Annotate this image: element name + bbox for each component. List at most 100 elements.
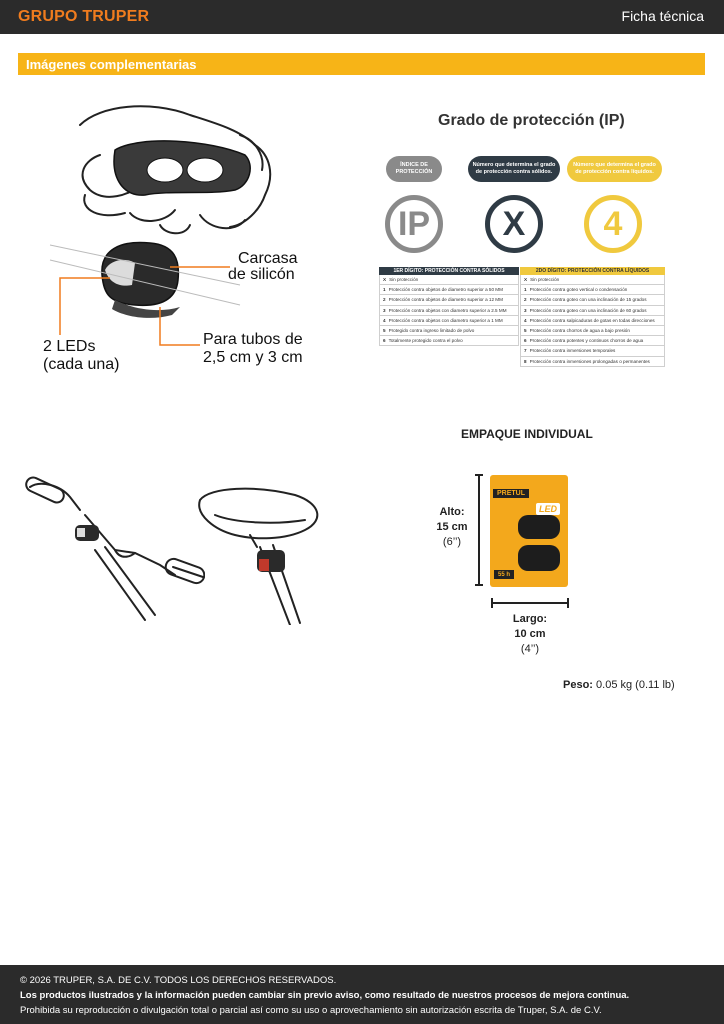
- callout-casing-line1: Carcasa: [238, 250, 298, 267]
- ip-solids-text: Protección contra objetos con diametro s…: [388, 307, 507, 313]
- package-light-top: [518, 515, 560, 539]
- package-brand: PRETUL: [493, 489, 529, 498]
- product-illustration: [49, 105, 272, 346]
- ip-circle-index: IP: [385, 195, 443, 253]
- ip-liquids-text: Protección contra salpicaduras de gotas …: [529, 317, 655, 323]
- package-led-badge: LED: [536, 503, 560, 515]
- ip-solids-text: Protección contra objetos con diametro s…: [388, 317, 503, 323]
- ip-liquids-code: 5: [524, 328, 527, 334]
- page-footer: © 2026 TRUPER, S.A. DE C.V. TODOS LOS DE…: [0, 965, 724, 1024]
- length-cm: 10 cm: [514, 628, 546, 640]
- weight-value: 0.05 kg (0.11 lb): [596, 679, 675, 691]
- ip-liquids-text: Protección contra goteo con una inclinac…: [529, 307, 647, 313]
- ip-solids-code: X: [383, 277, 387, 283]
- section-title: Imágenes complementarias: [26, 57, 197, 72]
- package-light-bottom: [518, 545, 560, 571]
- ip-pill-solids: Número que determina el grado de protecc…: [468, 156, 560, 182]
- package-card: PRETUL LED 55 h: [490, 475, 568, 587]
- height-label-text: Alto:: [439, 506, 465, 518]
- ip-liquids-code: 3: [524, 307, 527, 313]
- package-hours-badge: 55 h: [494, 570, 514, 579]
- length-label: Largo: 10 cm (4’’): [505, 612, 555, 657]
- callout-casing-2: de silicón: [228, 266, 295, 284]
- footer-copyright: © 2026 TRUPER, S.A. DE C.V. TODOS LOS DE…: [20, 975, 337, 986]
- ip-liquids-text: Protección contra inmersiones prolongada…: [529, 358, 650, 364]
- page-header: GRUPO TRUPER Ficha técnica: [0, 0, 724, 34]
- ip-liquids-text: Protección contra potentes y continuos c…: [529, 338, 644, 344]
- ip-solids-code: 1: [383, 287, 386, 293]
- ip-pill-index: ÍNDICE DE PROTECCIÓN: [386, 156, 442, 182]
- height-label: Alto: 15 cm (6’’): [432, 505, 472, 550]
- handlebar-illustration: [25, 476, 205, 621]
- ip-liquids-code: 6: [524, 338, 527, 344]
- seatpost-illustration: [198, 487, 319, 625]
- height-cm: 15 cm: [436, 521, 468, 533]
- weight: Peso: 0.05 kg (0.11 lb): [563, 679, 675, 691]
- ip-liquids-code: X: [524, 277, 528, 283]
- footer-disclaimer: Los productos ilustrados y la informació…: [20, 990, 630, 1001]
- ip-circle-liquids: 4: [584, 195, 642, 253]
- ip-liquids-text: Protección contra inmersiones temporales: [529, 348, 616, 354]
- document-type: Ficha técnica: [621, 8, 704, 24]
- brand-logo: GRUPO TRUPER: [18, 8, 150, 25]
- ip-pill-liquids: Número que determina el grado de protecc…: [567, 156, 662, 182]
- ip-solids-code: 2: [383, 297, 386, 303]
- ip-liquids-text: Sin protección: [530, 277, 560, 283]
- callout-tubes-line2: 2,5 cm y 3 cm: [203, 349, 303, 366]
- footer-rights: Prohibida su reproducción o divulgación …: [20, 1005, 602, 1016]
- length-dimension-line: [491, 598, 569, 608]
- height-dimension-line: [475, 474, 483, 586]
- ip-solids-code: 4: [383, 317, 386, 323]
- ip-circle-solids: X: [485, 195, 543, 253]
- length-in: (4’’): [520, 643, 540, 655]
- callout-tubes: Para tubos de 2,5 cm y 3 cm: [203, 331, 303, 367]
- package-title: EMPAQUE INDIVIDUAL: [461, 427, 593, 441]
- ip-solids-code: 6: [383, 338, 386, 344]
- ip-title: Grado de protección (IP): [438, 112, 625, 129]
- callout-tubes-line1: Para tubos de: [203, 331, 303, 348]
- callout-leds: 2 LEDs (cada una): [43, 338, 120, 374]
- ip-liquids-text: Protección contra chorros de agua a bajo…: [529, 328, 630, 334]
- ip-solids-header: 1ER DÍGITO: PROTECCIÓN CONTRA SÓLIDOS: [379, 267, 519, 275]
- ip-solids-text: Protegido contra ingreso limitado de pol…: [388, 328, 475, 334]
- weight-label: Peso:: [563, 679, 593, 691]
- height-in: (6’’): [442, 536, 462, 548]
- ip-solids-text: Sin protección: [389, 277, 419, 283]
- ip-liquids-text: Protección contra goteo vertical o conde…: [529, 287, 628, 293]
- callout-leds-line1: 2 LEDs: [43, 338, 96, 355]
- ip-solids-code: 3: [383, 307, 386, 313]
- ip-liquids-code: 1: [524, 287, 527, 293]
- ip-liquids-text: Protección contra goteo con una inclinac…: [529, 297, 647, 303]
- ip-solids-text: Protección contra objetos de diametro su…: [388, 287, 503, 293]
- callout-casing-line2: de silicón: [228, 266, 295, 283]
- ip-liquids-header: 2DO DÍGITO: PROTECCIÓN CONTRA LÍQUIDOS: [520, 267, 665, 275]
- ip-solids-text: Protección contra objetos de diametro su…: [388, 297, 503, 303]
- ip-liquids-code: 2: [524, 297, 527, 303]
- ip-solids-code: 5: [383, 328, 386, 334]
- callout-leds-line2: (cada una): [43, 356, 120, 373]
- ip-liquids-code: 8: [524, 358, 527, 364]
- ip-liquids-table: 2DO DÍGITO: PROTECCIÓN CONTRA LÍQUIDOS X…: [520, 267, 665, 367]
- length-label-text: Largo:: [512, 613, 548, 625]
- section-bar: Imágenes complementarias: [18, 53, 705, 75]
- callout-casing: Carcasa: [238, 250, 298, 268]
- ip-liquids-code: 4: [524, 317, 527, 323]
- ip-liquids-code: 7: [524, 348, 527, 354]
